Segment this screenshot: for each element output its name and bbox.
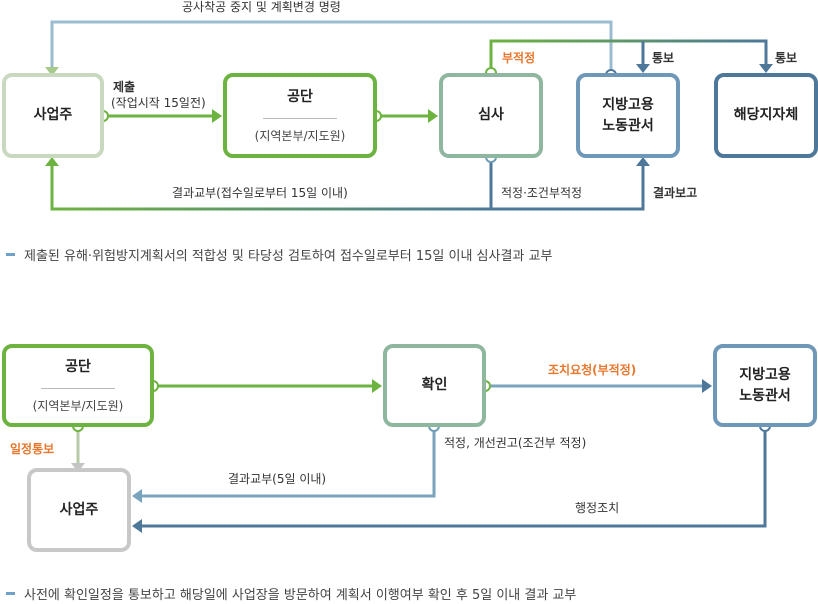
notify-label-localgov: 통보 (775, 51, 798, 65)
note-text: 사전에 확인일정을 통보하고 해당일에 사업장을 방문하여 계획서 이행여부 확… (24, 588, 577, 603)
connector-result-delivery (50, 157, 493, 211)
agency-box-2: 공단 (지역본부/지도원) (2, 344, 154, 427)
schedule-notice-label: 일정통보 (10, 442, 55, 456)
local-gov-label: 해당지자체 (733, 107, 799, 123)
employer-box: 사업주 (2, 73, 104, 158)
arrow-head-agency (212, 109, 222, 123)
arrow-head-employer-top (45, 67, 59, 76)
connector-result-report (491, 162, 645, 211)
agency-title: 공단 (65, 359, 91, 375)
labor-office-box: 지방고용 노동관서 (576, 73, 680, 158)
labor-office-box-2: 지방고용 노동관서 (713, 344, 817, 427)
fit-label: 적정·조건부적정 (501, 186, 583, 200)
agency-box: 공단 (지역본부/지도원) (223, 73, 377, 158)
result-report-label: 결과보고 (653, 186, 698, 200)
note-diagram1: 제출된 유해·위험방지계획서의 적합성 및 타당성 검토하여 접수일로부터 15… (6, 245, 552, 264)
arrow-head-review (428, 109, 438, 123)
arrow-head-employer-top (71, 463, 85, 472)
order-label: 공사착공 중지 및 계획변경 명령 (182, 0, 341, 14)
arrow-head-labor-office (702, 379, 712, 393)
admin-action-label: 행정조치 (575, 501, 620, 515)
connector-admin-action (138, 426, 767, 528)
submit-label: 제출 (113, 80, 136, 94)
box-divider (41, 388, 115, 389)
arrow-head-employer-right (132, 489, 142, 503)
arrow-head-labor-top (636, 64, 650, 73)
note-diagram2: 사전에 확인일정을 통보하고 해당일에 사업장을 방문하여 계획서 이행여부 확… (6, 584, 576, 603)
labor-office-label: 지방고용 노동관서 (739, 366, 791, 404)
review-label: 심사 (478, 107, 504, 123)
connector-order-line (50, 20, 613, 75)
note-bullet (6, 253, 15, 256)
agency-title: 공단 (287, 89, 313, 105)
employer-label: 사업주 (59, 501, 99, 518)
box-divider (263, 118, 337, 119)
agency-subtitle: (지역본부/지도원) (254, 129, 346, 143)
review-box: 심사 (439, 73, 543, 158)
result-delivery-label: 결과교부(5일 이내) (228, 472, 327, 486)
arrow-head-labor-bottom (636, 157, 650, 166)
submit-sub-label: (작업시작 15일전) (111, 96, 206, 110)
unfit-label: 부적정 (502, 51, 536, 65)
confirm-label: 확인 (421, 377, 448, 393)
employer-label: 사업주 (33, 107, 73, 123)
fit-improve-label: 적정, 개선권고(조건부 적정) (444, 436, 587, 450)
arrow-head-localgov-top (759, 64, 773, 73)
action-request-label: 조치요청(부적정) (548, 363, 637, 377)
employer-box-2: 사업주 (27, 468, 131, 552)
notify-label-labor: 통보 (652, 51, 675, 65)
labor-office-label: 지방고용 노동관서 (602, 96, 654, 134)
connector-unfit-top (489, 39, 768, 73)
local-gov-box: 해당지자체 (714, 73, 818, 158)
arrow-head-employer-bottom (45, 157, 59, 166)
confirm-box: 확인 (383, 344, 486, 427)
agency-subtitle: (지역본부/지도원) (32, 399, 124, 413)
connector-result-delivery (138, 426, 436, 498)
result-delivery-label: 결과교부(접수일로부터 15일 이내) (172, 186, 348, 200)
arrow-head-confirm (372, 379, 382, 393)
note-bullet (6, 592, 15, 595)
arrow-head-employer-right (132, 519, 142, 533)
note-text: 제출된 유해·위험방지계획서의 적합성 및 타당성 검토하여 접수일로부터 15… (24, 249, 553, 264)
